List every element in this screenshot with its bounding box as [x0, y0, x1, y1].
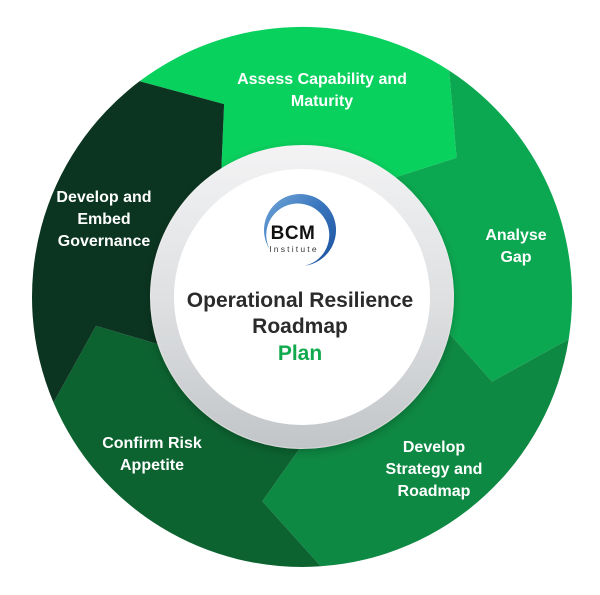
segment-shape-analyse — [395, 70, 573, 382]
segment-label: Embed — [77, 211, 130, 228]
logo-name: BCM — [271, 223, 316, 244]
bcm-institute-logo: BCM Institute — [264, 194, 337, 266]
center-title-line1: Operational Resilience — [187, 289, 413, 312]
segment-label: Maturity — [291, 93, 353, 110]
segment-label: Governance — [58, 233, 151, 250]
segment-label: Develop — [403, 439, 465, 456]
phase-label: Plan — [278, 342, 322, 365]
segment-label: Analyse — [485, 227, 546, 244]
segment-analyse-gap: Analyse Gap — [395, 70, 573, 382]
segment-assess-capability-and-maturity: Assess Capability and Maturity — [139, 26, 457, 178]
center-title-line2: Roadmap — [252, 315, 348, 338]
segment-shape-governance — [32, 81, 225, 403]
hub-face — [174, 169, 430, 425]
segment-shape-assess — [139, 26, 457, 178]
segment-label: Develop and — [56, 189, 151, 206]
segment-develop-and-embed-governance: Develop and Embed Governance — [32, 81, 225, 403]
logo-subtitle: Institute — [269, 244, 319, 254]
segment-develop-strategy-and-roadmap: Develop Strategy and Roadmap — [262, 333, 569, 567]
segment-confirm-risk-appetite: Confirm Risk Appetite — [53, 325, 321, 567]
segment-shape-confirm-risk — [53, 325, 321, 567]
segment-label: Assess Capability and — [237, 71, 407, 88]
segment-shape-develop-strategy — [262, 333, 569, 567]
segment-label: Appetite — [120, 457, 184, 474]
segment-label: Strategy and — [386, 461, 483, 478]
segment-label: Roadmap — [398, 483, 471, 500]
segment-label: Confirm Risk — [102, 435, 202, 452]
center-hub: BCM Institute Operational Resilience Roa… — [151, 146, 453, 448]
segment-label: Gap — [500, 249, 531, 266]
